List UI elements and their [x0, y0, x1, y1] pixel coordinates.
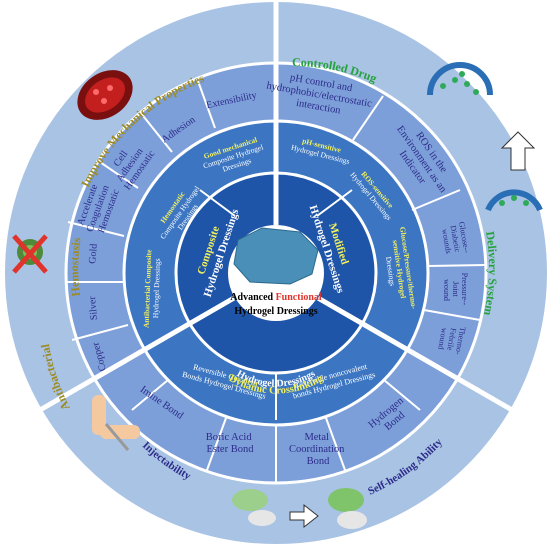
- center-content: Advanced Functional Hydrogel Dressings: [230, 227, 322, 317]
- major-dividers: [38, 0, 514, 413]
- micelle-icon: [427, 62, 543, 212]
- hydrogel-sample-icon: [233, 227, 319, 285]
- label-silver: Silver: [87, 295, 100, 320]
- label-delivery-system: Delivery System: [481, 230, 500, 316]
- arrow-icon: [500, 131, 536, 171]
- capsule-icon: [232, 488, 367, 529]
- blood-cell-icon: [77, 70, 133, 120]
- label-glucose-diabetic: Glucose-- Diabetic wounds: [439, 221, 471, 259]
- minor-dividers: [66, 80, 486, 483]
- label-boric-acid: Boric Acid Ester Bond: [206, 432, 254, 455]
- label-metal-coordination: Metal Coordination Bond: [289, 432, 347, 467]
- center-title-line1: Advanced Functional: [230, 292, 322, 303]
- label-thermo-febrile: Thermo- Febrile wound: [436, 323, 468, 357]
- syringe-arm-icon: [92, 395, 140, 451]
- label-antibacterial-composite: Antibacterial Composite Hydrogel Dressin…: [142, 248, 163, 329]
- label-gold: Gold: [87, 243, 100, 264]
- center-title-line2: Hydrogel Dressings: [234, 306, 317, 317]
- bacteria-crossed-icon: [12, 234, 48, 274]
- label-pressure-joint: Pressure-- Joint wound: [442, 273, 469, 307]
- label-hemostasis: Hemostasis: [67, 236, 83, 297]
